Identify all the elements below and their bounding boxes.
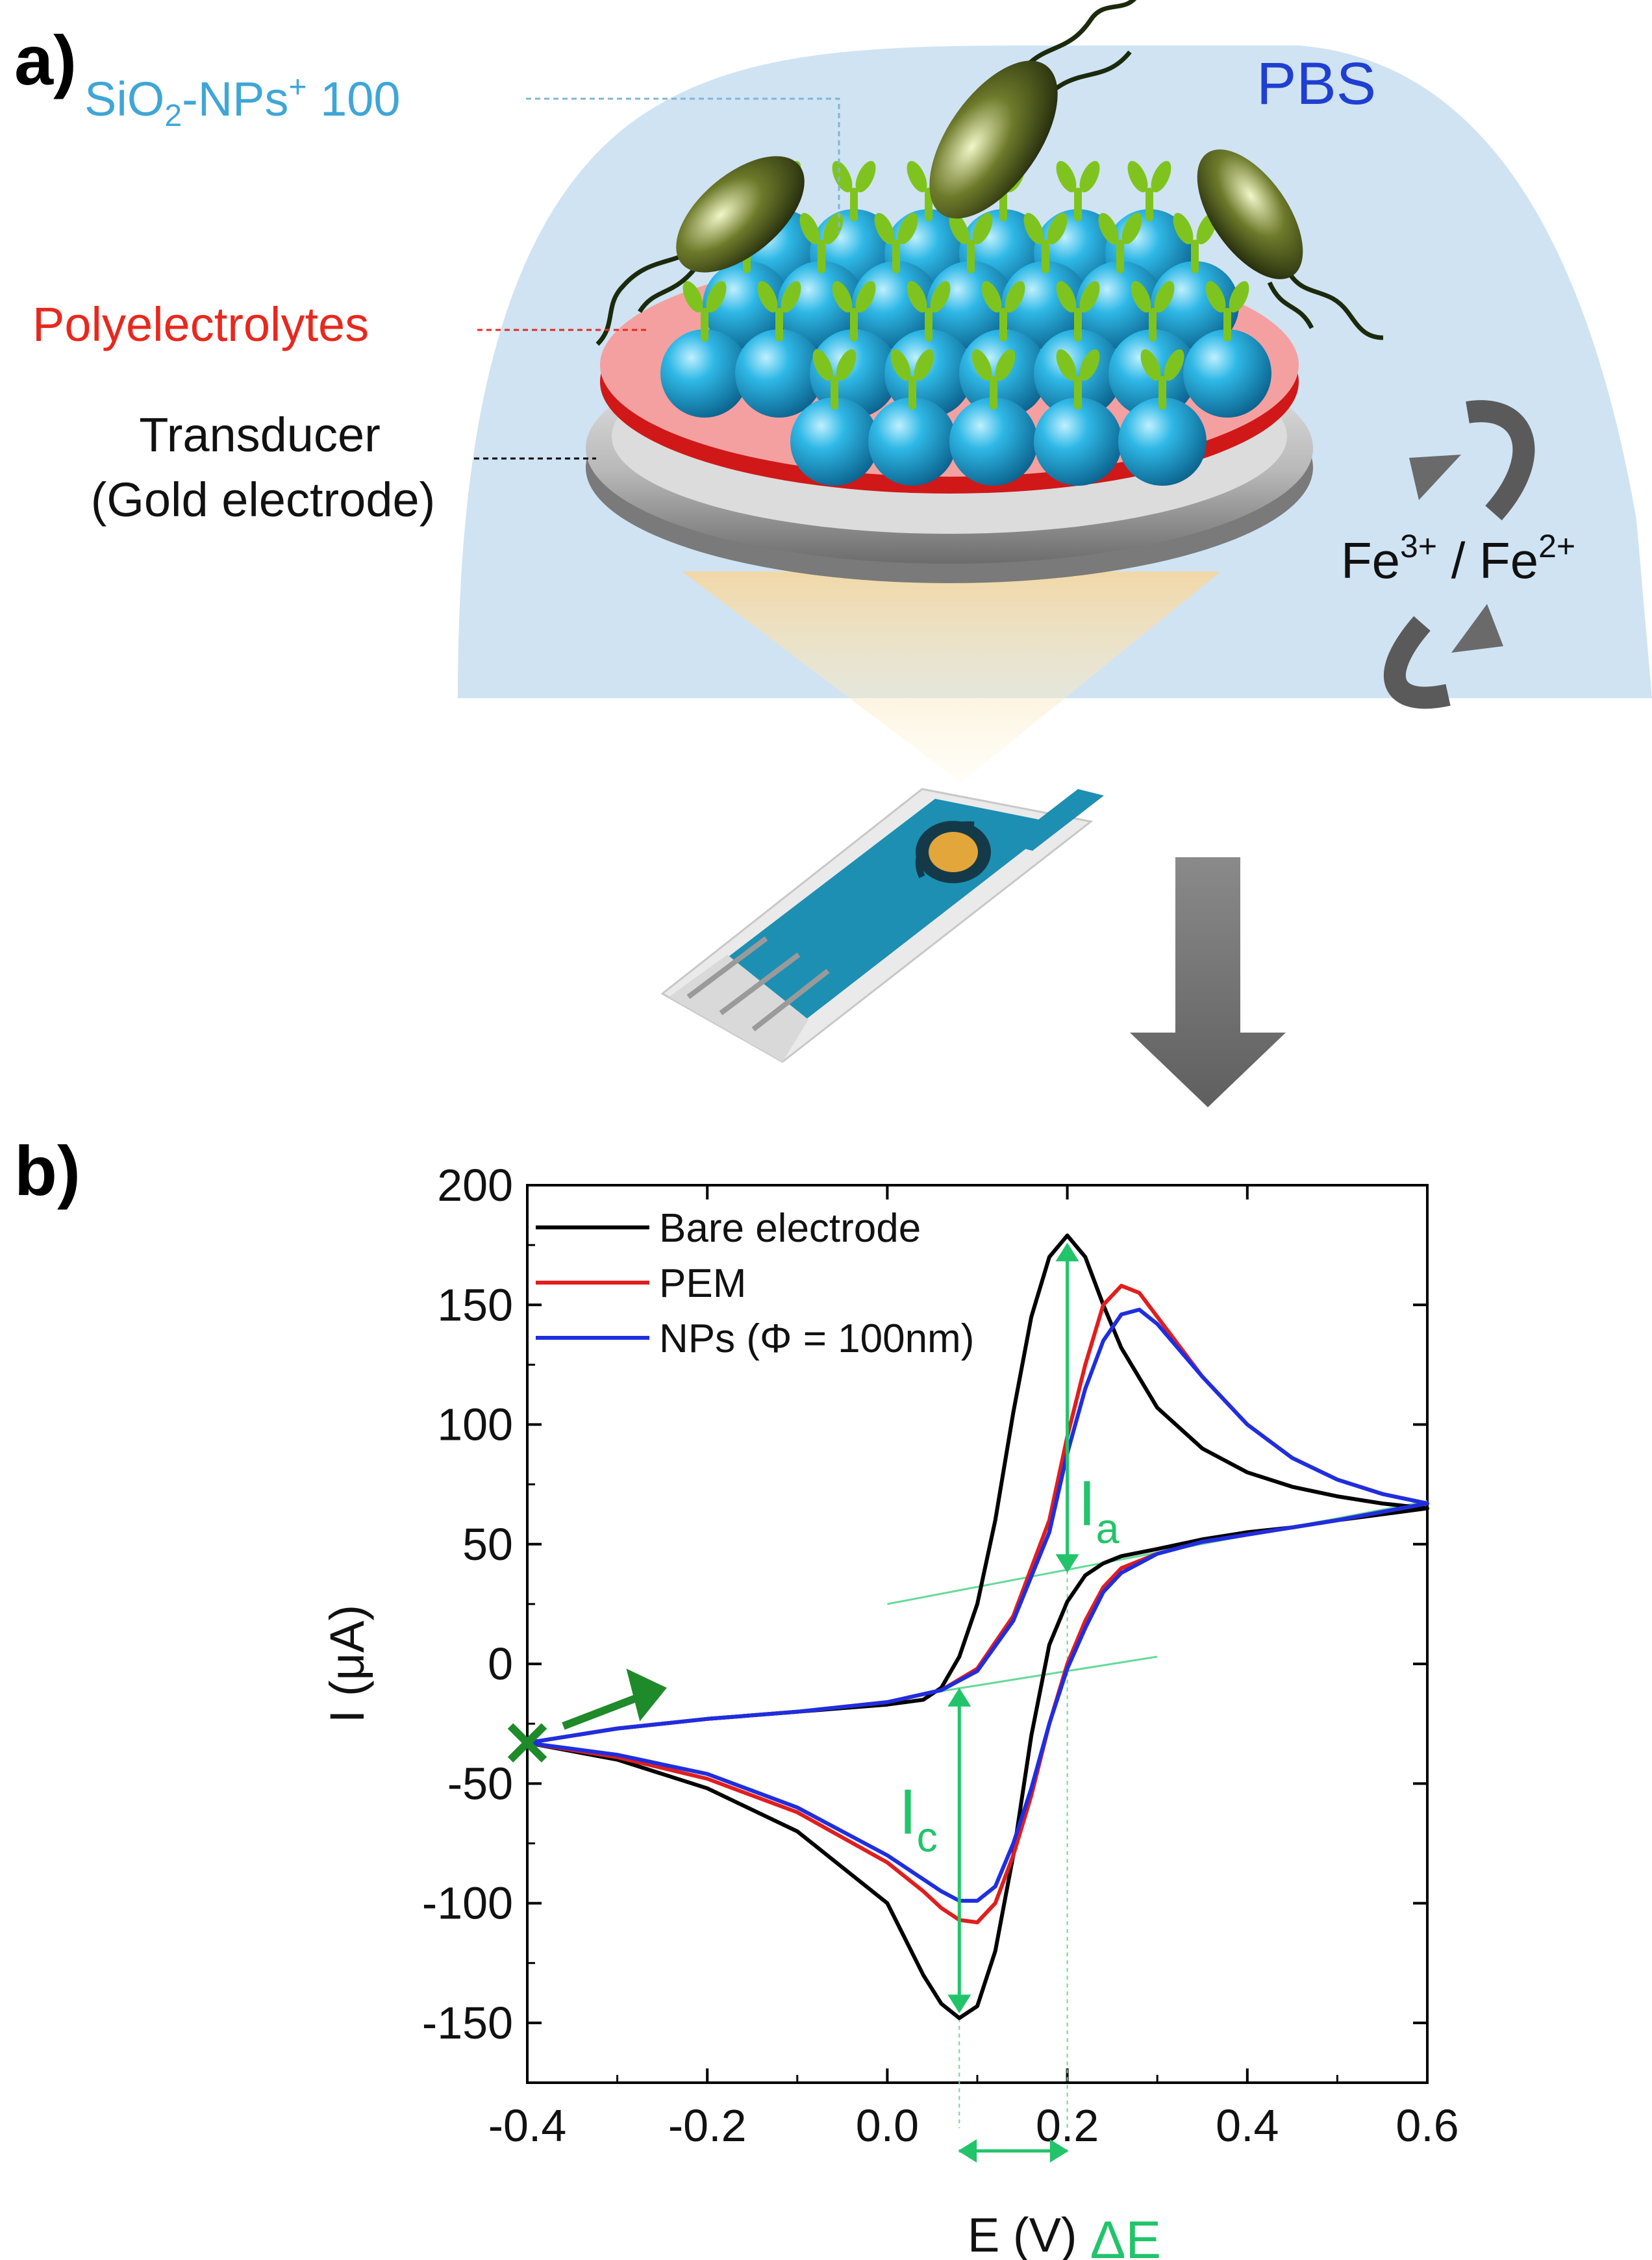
series-line <box>527 1307 1429 1903</box>
antibody-icon <box>1098 212 1142 273</box>
screen-printed-electrode <box>660 788 1104 1063</box>
Ia-label: Ia <box>1078 1467 1119 1551</box>
y-tick-label: -50 <box>447 1758 513 1809</box>
nanoparticle <box>949 349 1038 486</box>
polyelectrolyte-label: Polyelectrolytes <box>32 297 369 351</box>
nanoparticle <box>1034 281 1122 418</box>
silica-nanoparticle <box>790 397 879 486</box>
nanoparticle <box>735 281 823 418</box>
transducer-label: Transducer <box>139 408 381 462</box>
dE-arrowhead-left <box>958 2139 977 2163</box>
redox-cycle-arrows <box>1384 400 1535 709</box>
scan-direction-arrow <box>562 1691 646 1730</box>
antibody-icon <box>757 281 801 342</box>
np-leader-line <box>526 97 840 234</box>
antibody-icon <box>949 212 993 273</box>
guide-layer <box>887 1235 1428 2128</box>
nanoparticle <box>1118 349 1207 486</box>
series-layer <box>527 1233 1429 2020</box>
x-tick-label: 0.6 <box>1395 2100 1458 2151</box>
y-tick-label: -150 <box>422 1998 513 2048</box>
y-tick-label: 200 <box>437 1160 513 1211</box>
antibody-icon <box>890 349 934 410</box>
antibody-icon <box>981 281 1025 342</box>
silica-nanoparticle <box>868 397 957 486</box>
nanoparticle <box>660 281 749 418</box>
y-tick-label: -100 <box>422 1878 513 1929</box>
silica-nanoparticle <box>660 329 749 418</box>
antibody-icon <box>1127 160 1171 221</box>
bacterium-right <box>1197 149 1384 340</box>
nanoparticle <box>884 281 973 418</box>
silica-nanoparticle <box>1034 397 1122 486</box>
antibody-icon <box>1131 281 1175 342</box>
Ia-arrowhead-top <box>1055 1242 1079 1262</box>
silica-nanoparticle <box>949 397 1038 486</box>
y-tick-label: 0 <box>488 1638 513 1689</box>
light-cone <box>682 571 1221 783</box>
nanoparticle-layer <box>660 160 1271 486</box>
antibody-icon <box>799 212 844 273</box>
antibody-icon <box>907 281 951 342</box>
silica-nanoparticle <box>884 329 973 418</box>
panel-a-label: a) <box>14 21 77 99</box>
x-tick-label: -0.2 <box>668 2100 747 2151</box>
Ic-arrowhead-bottom <box>947 1994 971 2014</box>
Ia-arrowhead-bottom <box>1055 1554 1079 1574</box>
legend-entry: NPs (Φ = 100nm) <box>659 1316 974 1361</box>
legend-entry: Bare electrode <box>659 1206 921 1251</box>
antibody-icon <box>1056 160 1100 221</box>
nanoparticle <box>790 349 879 486</box>
antibody-icon <box>1140 349 1184 410</box>
antibody-icon <box>832 281 876 342</box>
bacterium-middle <box>929 0 1136 219</box>
y-tick-label: 150 <box>437 1279 513 1330</box>
dE-label: ΔE <box>1090 2211 1161 2260</box>
series-line <box>527 1233 1429 2020</box>
silica-nanoparticle <box>735 329 823 418</box>
dE-arrowhead-right <box>1049 2139 1069 2163</box>
silica-nanoparticle <box>1034 329 1122 418</box>
y-axis-title: I (μA) <box>320 1605 374 1723</box>
silica-nanoparticle <box>1183 329 1271 418</box>
nanoparticle <box>868 349 957 486</box>
x-tick-label: -0.4 <box>488 2100 567 2151</box>
antibody-icon <box>874 212 918 273</box>
nanoparticle-label: SiO2-NPs+ 100 <box>84 70 401 133</box>
antibody-icon <box>1056 349 1100 410</box>
antibody-icon <box>971 349 1016 410</box>
scan-direction-arrowhead <box>626 1668 667 1722</box>
antibody-icon <box>1205 281 1249 342</box>
panel-b-label: b) <box>14 1131 81 1210</box>
nanoparticle <box>1183 281 1271 418</box>
y-tick-label: 50 <box>462 1519 513 1570</box>
pbs-label: PBS <box>1257 51 1376 117</box>
antibody-icon <box>812 349 857 410</box>
nanoparticle <box>1034 349 1122 486</box>
silica-nanoparticle <box>1118 397 1207 486</box>
antibody-icon <box>832 160 876 221</box>
start-marker <box>507 1723 547 1763</box>
gold-electrode-label: (Gold electrode) <box>91 473 436 527</box>
x-axis-title: E (V) <box>968 2208 1077 2260</box>
Ic-arrowhead-top <box>947 1687 971 1707</box>
bacterium-left <box>595 156 805 346</box>
antibody-icon <box>682 281 727 342</box>
antibody-icon <box>1023 212 1068 273</box>
antibody-icon <box>1056 281 1100 342</box>
y-tick-label: 100 <box>437 1400 513 1450</box>
Ic-label: Ic <box>899 1776 938 1861</box>
x-tick-label: 0.4 <box>1216 2100 1279 2151</box>
redox-couple-label: Fe3+ / Fe2+ <box>1341 528 1575 589</box>
x-tick-label: 0.0 <box>856 2100 919 2151</box>
panel-a: a) PBS <box>14 0 1652 1107</box>
legend-entry: PEM <box>659 1261 746 1306</box>
down-arrow <box>1130 857 1286 1107</box>
